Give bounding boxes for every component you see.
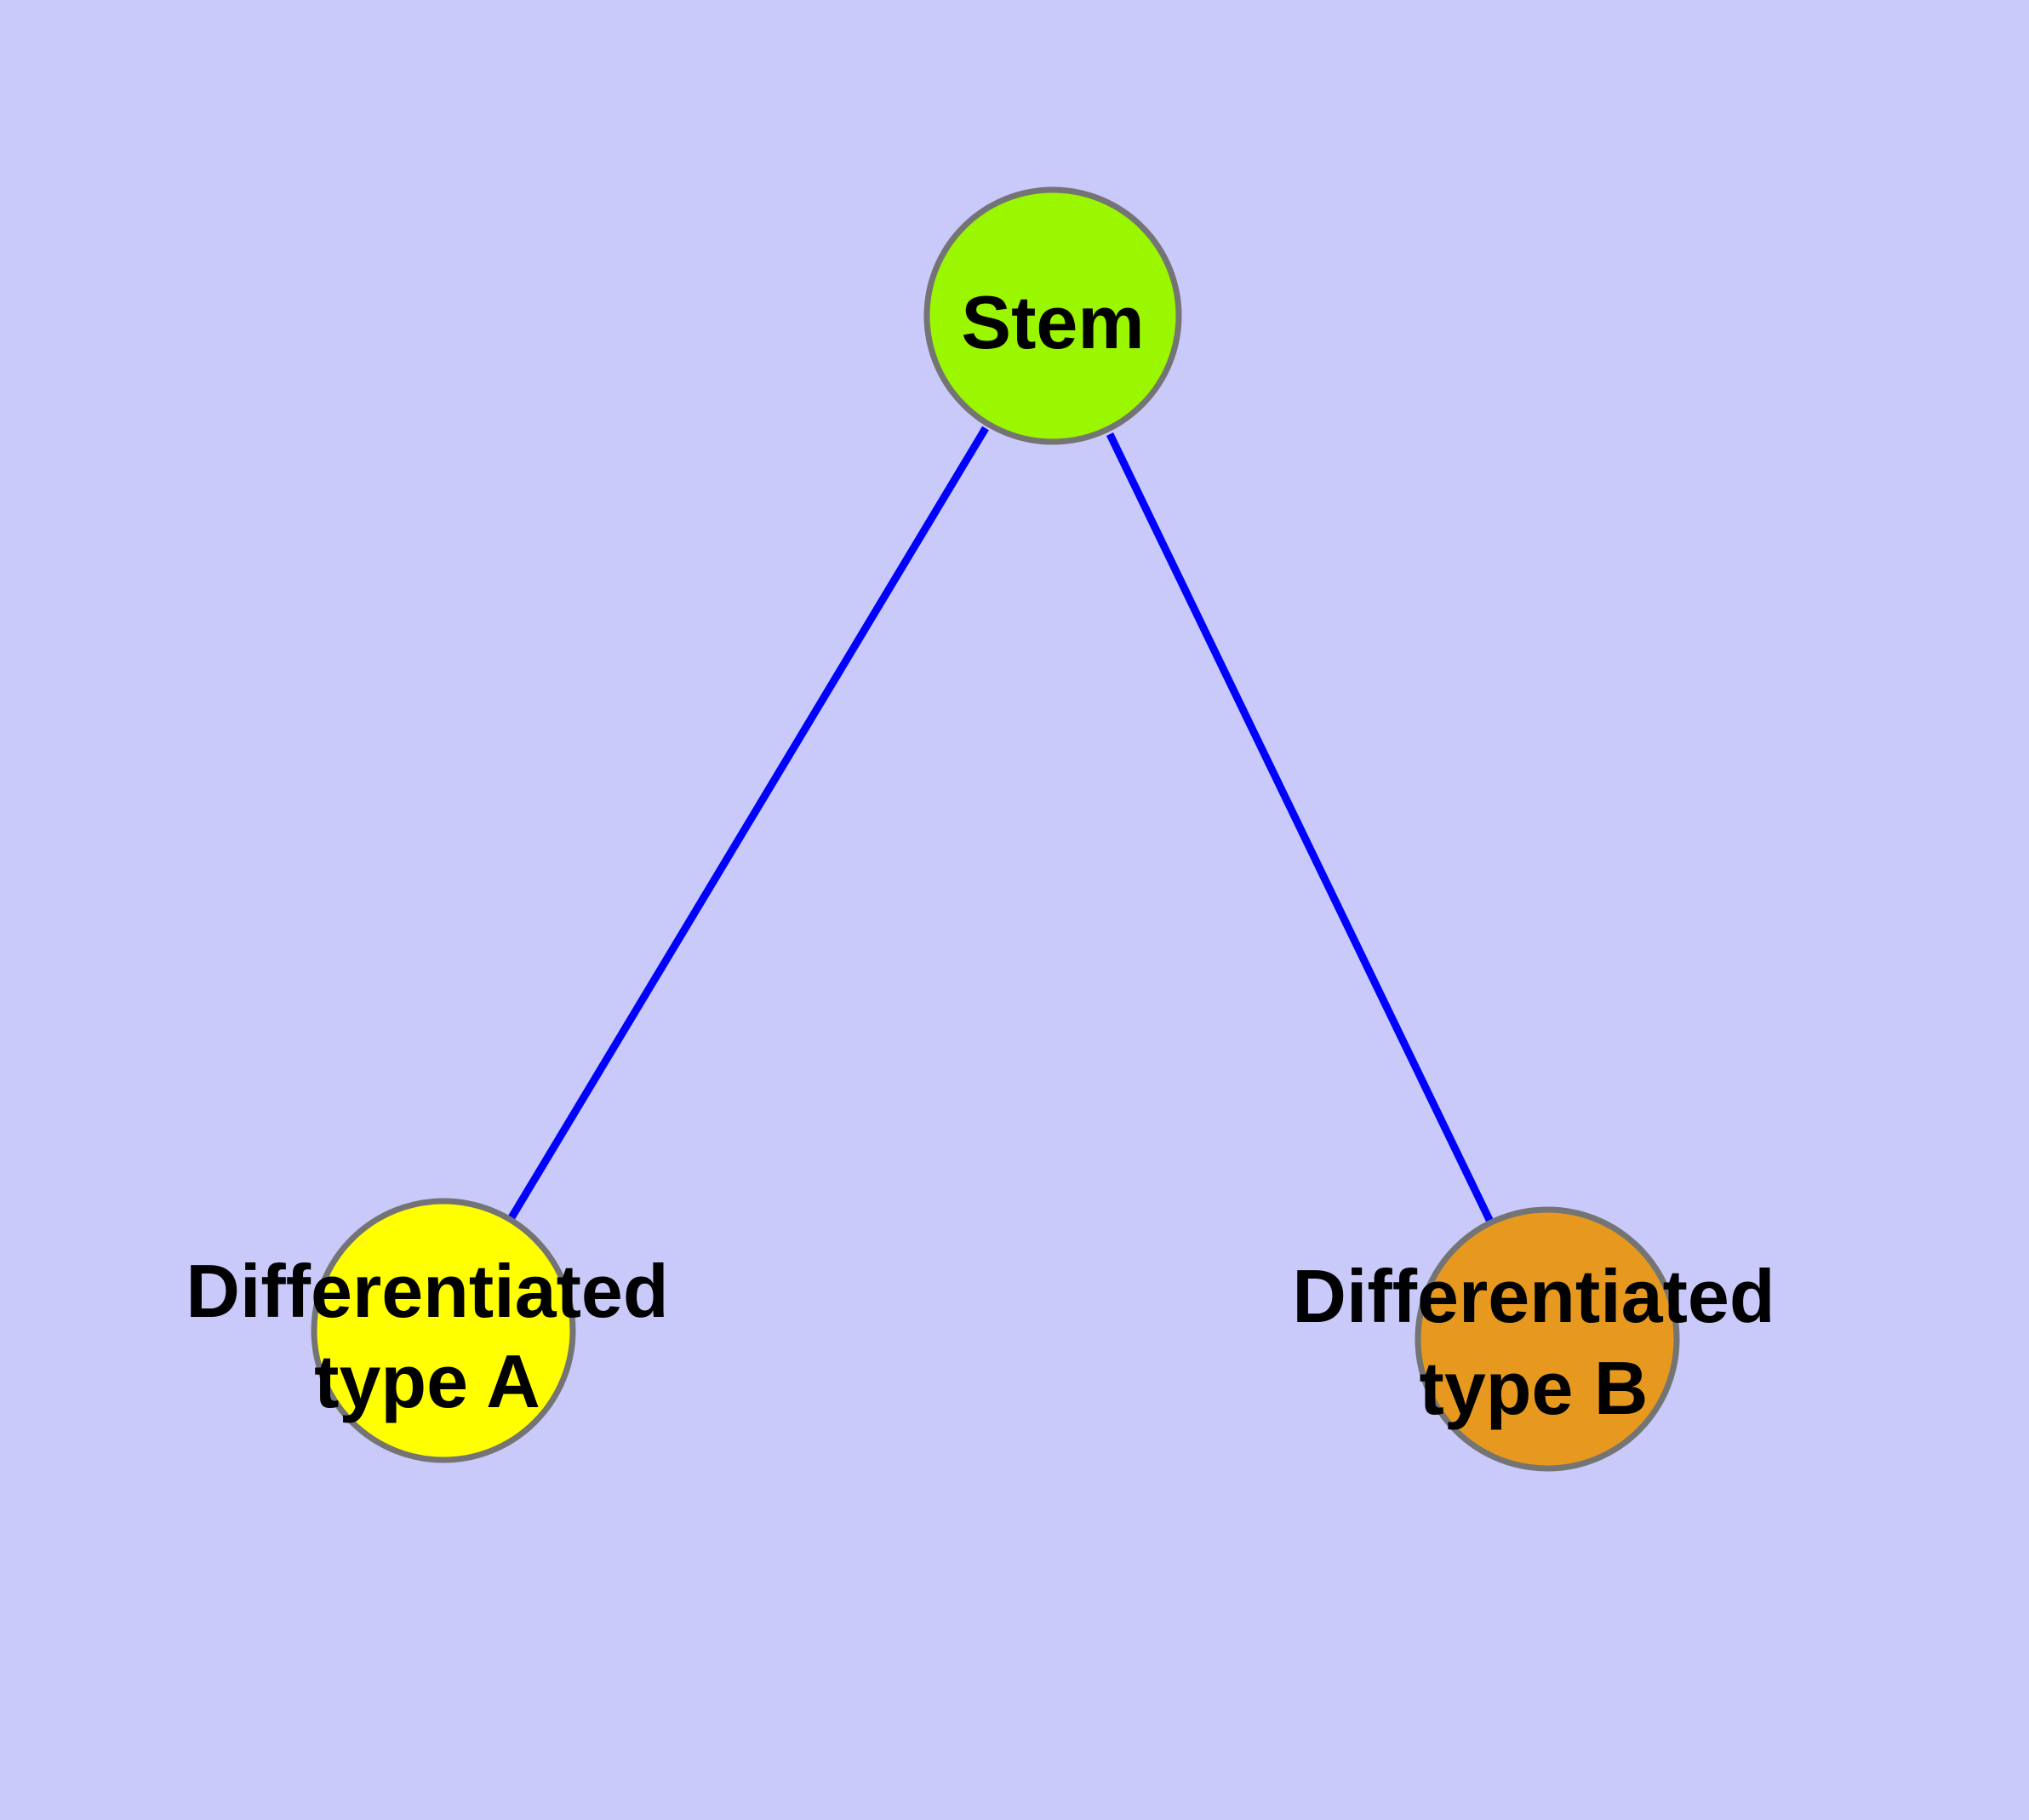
type-a-node[interactable] xyxy=(311,1198,576,1463)
type-b-node-label-line1: Differentiated xyxy=(1292,1254,1775,1338)
stem-node[interactable] xyxy=(923,186,1182,445)
stem-node-label: Stem xyxy=(961,280,1144,364)
type-a-node-label-line2: type A xyxy=(314,1339,540,1423)
edge-stem-to-type-a xyxy=(507,426,989,1222)
type-b-node-label-line2: type B xyxy=(1420,1346,1649,1430)
type-b-node[interactable] xyxy=(1415,1206,1680,1472)
edge-stem-to-type-b xyxy=(1106,432,1495,1223)
type-a-node-label-line1: Differentiated xyxy=(186,1249,668,1333)
